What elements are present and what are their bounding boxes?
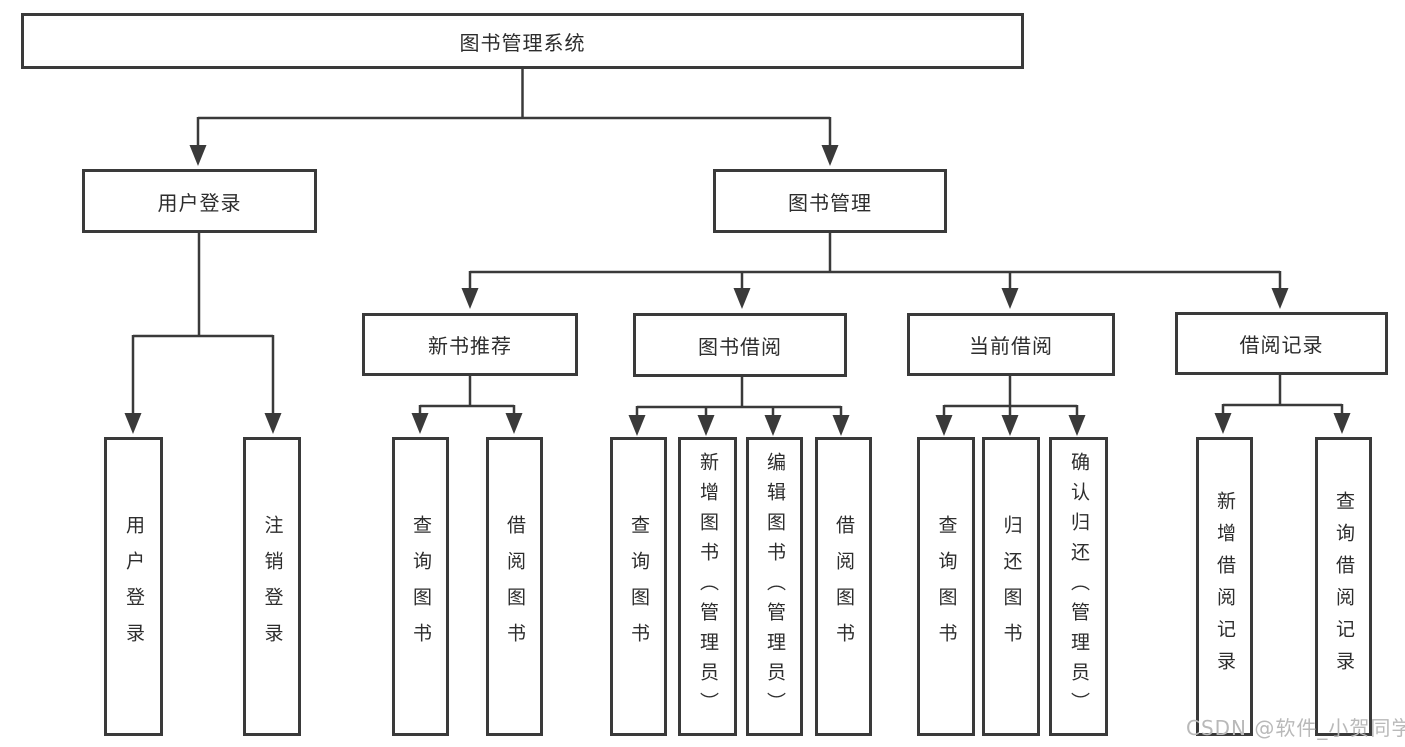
leaf-label: 新增借阅记录 (1214, 490, 1236, 683)
leaf-label: 归还图书 (1000, 514, 1023, 659)
leaf-borrow-search-book: 查询图书 (610, 437, 667, 736)
leaf-current-search-book: 查询图书 (917, 437, 975, 736)
leaf-label: 借阅图书 (504, 514, 526, 659)
leaf-label: 借阅图书 (833, 514, 855, 659)
leaf-label: 查询图书 (628, 514, 650, 659)
node-book-borrow: 图书借阅 (633, 313, 847, 377)
leaf-label: 新增图书（管理员） (697, 451, 719, 722)
leaf-label: 用户登录 (123, 514, 145, 659)
leaf-newbooks-search-book: 查询图书 (392, 437, 449, 736)
node-current-borrow: 当前借阅 (907, 313, 1115, 376)
leaf-logout: 注销登录 (243, 437, 301, 736)
leaf-current-return-book: 归还图书 (982, 437, 1040, 736)
node-book-management: 图书管理 (713, 169, 947, 233)
node-user-login: 用户登录 (82, 169, 317, 233)
leaf-label: 查询图书 (410, 514, 432, 659)
leaf-label: 确认归还（管理员） (1068, 451, 1090, 722)
leaf-label: 注销登录 (261, 514, 284, 659)
leaf-records-add-record: 新增借阅记录 (1196, 437, 1253, 736)
leaf-current-confirm-return-admin: 确认归还（管理员） (1049, 437, 1108, 736)
csdn-watermark: CSDN @软件_小贺同学 (1186, 716, 1405, 740)
node-root-system: 图书管理系统 (21, 13, 1024, 69)
node-new-book-recommend: 新书推荐 (362, 313, 578, 376)
leaf-user-login: 用户登录 (104, 437, 163, 736)
leaf-borrow-edit-book-admin: 编辑图书（管理员） (746, 437, 803, 736)
leaf-label: 编辑图书（管理员） (764, 451, 786, 722)
leaf-newbooks-borrow-book: 借阅图书 (486, 437, 543, 736)
arrowheads (124, 145, 1351, 436)
leaf-label: 查询图书 (935, 514, 958, 659)
leaf-label: 查询借阅记录 (1333, 490, 1355, 683)
node-borrow-records: 借阅记录 (1175, 312, 1388, 375)
leaf-records-search-record: 查询借阅记录 (1315, 437, 1372, 736)
leaf-borrow-add-book-admin: 新增图书（管理员） (678, 437, 737, 736)
leaf-borrow-borrow-book: 借阅图书 (815, 437, 872, 736)
